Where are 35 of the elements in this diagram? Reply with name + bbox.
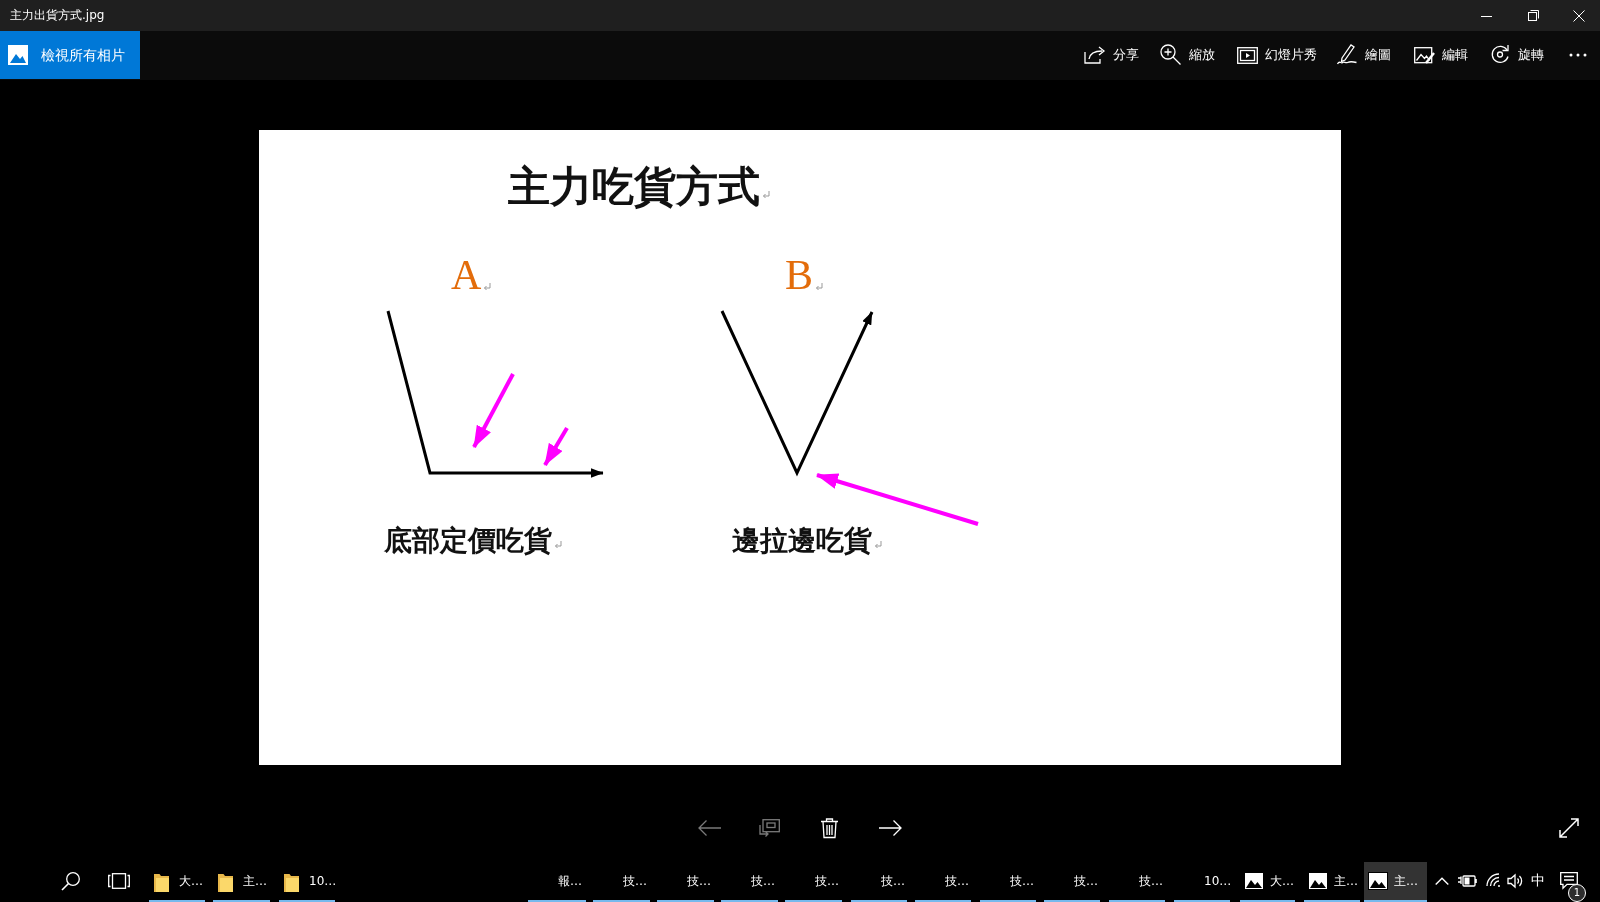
diagram-title: 主力吃貨方式 [508, 166, 760, 208]
pointer-arrow [816, 473, 979, 526]
taskbar-button: 大… [149, 862, 205, 902]
zoom-button: 縮放 [1160, 44, 1217, 66]
taskbar-button: 報… [528, 862, 586, 902]
slideshow-button: 幻燈片秀 [1237, 44, 1319, 66]
input-mode-indicator: 中 [1531, 873, 1545, 889]
taskbar-button: 技… [915, 862, 971, 902]
taskbar-button: 大… [1240, 862, 1295, 902]
rotate-button: 旋轉 [1490, 44, 1546, 66]
draw-button: 繪圖 [1337, 44, 1393, 66]
view-all-photos-button: 檢視所有相片 [0, 31, 140, 79]
taskbar-button: 技… [785, 862, 842, 902]
taskbar-button: 技… [980, 862, 1036, 902]
section-letter: B [785, 254, 813, 296]
taskbar-button: 技… [1044, 862, 1100, 902]
notification-badge: 1 [1568, 884, 1586, 902]
taskbar-button: 10… [1174, 862, 1230, 902]
share-button: 分享 [1084, 44, 1141, 66]
pointer-arrow [543, 426, 569, 467]
taskbar-button: 技… [721, 862, 778, 902]
taskbar-button: 技… [657, 862, 714, 902]
edit-button: 編輯 [1414, 44, 1470, 66]
taskbar-button: 技… [1109, 862, 1165, 902]
drawing-caption: 底部定價吃貨 [384, 527, 552, 555]
taskbar-button: 主… [213, 862, 270, 902]
window-title: 主力出貨方式.jpg [10, 9, 105, 23]
pointer-arrow [472, 373, 515, 448]
taskbar-button: 技… [851, 862, 907, 902]
taskbar-button: 技… [593, 862, 650, 902]
taskbar-button: 主… [1304, 862, 1360, 902]
taskbar-button: 10… [279, 862, 335, 902]
drawing-caption: 邊拉邊吃貨 [732, 527, 872, 555]
taskbar-button: 主… [1364, 862, 1427, 902]
section-letter: A [451, 254, 482, 296]
